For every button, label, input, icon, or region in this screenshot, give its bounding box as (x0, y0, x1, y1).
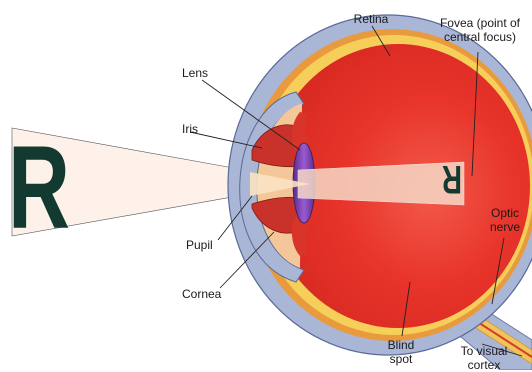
label-lens-text: Lens (182, 66, 208, 80)
label-cornea: Cornea (182, 287, 221, 301)
label-blind-spot-line2: spot (390, 352, 413, 366)
label-blind-spot: Blind spot (378, 338, 424, 366)
retinal-image-r: R (442, 157, 462, 201)
label-fovea-line2: central focus) (444, 30, 516, 44)
label-optic-nerve: Optic nerve (480, 206, 530, 234)
object-letter-r: R (8, 122, 70, 254)
label-optic-nerve-line1: Optic (491, 206, 519, 220)
label-iris-text: Iris (182, 122, 198, 136)
label-visual-cortex-line1: To visual (461, 344, 508, 358)
label-retina: Retina (338, 12, 404, 26)
label-fovea: Fovea (point of central focus) (428, 16, 532, 44)
label-retina-text: Retina (354, 12, 389, 26)
label-pupil: Pupil (186, 238, 213, 252)
label-lens: Lens (182, 66, 208, 80)
label-optic-nerve-line2: nerve (490, 220, 520, 234)
label-pupil-text: Pupil (186, 238, 213, 252)
label-cornea-text: Cornea (182, 287, 221, 301)
label-fovea-line1: Fovea (point of (440, 16, 520, 30)
label-iris: Iris (182, 122, 198, 136)
label-visual-cortex: To visual cortex (452, 344, 516, 372)
label-blind-spot-line1: Blind (388, 338, 415, 352)
